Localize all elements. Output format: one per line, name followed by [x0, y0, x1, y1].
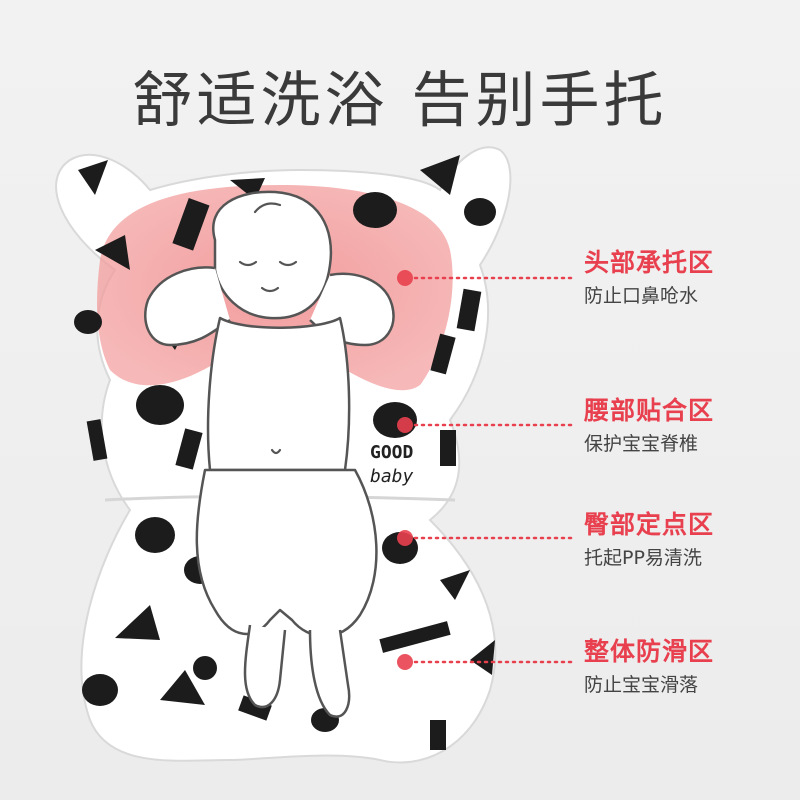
callout-desc: 保护宝宝脊椎	[584, 433, 699, 455]
pillow-print-text: GOOD baby	[370, 442, 414, 487]
callout-title: 腰部贴合区	[584, 396, 715, 425]
callout-title: 头部承托区	[584, 248, 715, 277]
baby-illustration	[143, 190, 395, 718]
callout-title: 整体防滑区	[584, 637, 715, 666]
headline: 舒适洗浴 告别手托	[132, 66, 668, 136]
callout-desc: 托起PP易清洗	[584, 547, 702, 569]
callout-head-support: 头部承托区 防止口鼻呛水	[584, 248, 784, 308]
callout-leader-lines	[413, 276, 577, 664]
callout-markers	[397, 270, 413, 670]
callout-anti-slip: 整体防滑区 防止宝宝滑落	[584, 637, 784, 697]
callout-title: 臀部定点区	[584, 510, 715, 539]
baby-face	[238, 202, 298, 455]
callout-waist-fit: 腰部贴合区 保护宝宝脊椎	[584, 396, 784, 456]
callout-desc: 防止宝宝滑落	[584, 674, 699, 696]
callout-desc: 防止口鼻呛水	[584, 285, 699, 307]
callout-hip-positioning: 臀部定点区 托起PP易清洗	[584, 510, 784, 570]
print-line-baby: baby	[370, 466, 414, 487]
print-line-good: GOOD	[370, 442, 414, 463]
pillow-pattern	[74, 155, 496, 750]
